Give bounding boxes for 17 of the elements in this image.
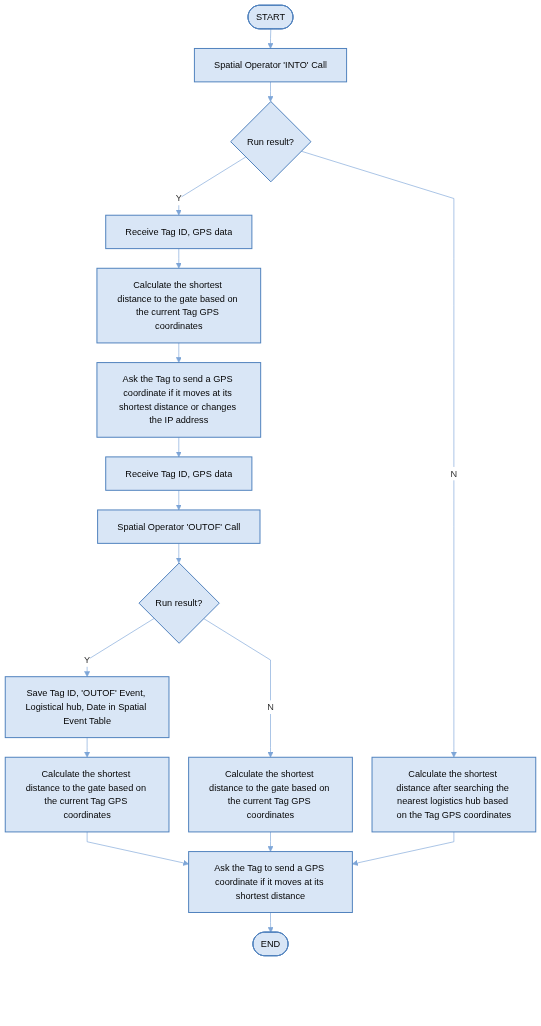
node-box: Spatial Operator 'INTO' Call	[193, 48, 348, 83]
edge-label: Y	[84, 654, 91, 665]
node-box: Ask the Tag to send a GPS coordinate if it moves at its shortest distance or changes the IP address	[96, 362, 262, 438]
node-box: Calculate the shortest distance to the gate based on the current Tag GPS coordinates	[4, 756, 170, 833]
node-box: Receive Tag ID, GPS data	[105, 214, 253, 250]
node-box: Save Tag ID, 'OUTOF' Event, Logistical hub, Date in Spatial Event Table	[4, 676, 170, 739]
node-box: Calculate the shortest distance to the gate based on the current Tag GPS coordinates	[96, 267, 262, 344]
node-diamond: Run result?	[138, 562, 220, 644]
edge-label: Y	[175, 192, 182, 204]
node-box: Receive Tag ID, GPS data	[105, 456, 253, 491]
edge-label: N	[450, 468, 458, 479]
node-box: Ask the Tag to send a GPS coordinate if it moves at its shortest distance	[188, 851, 353, 913]
node-diamond: Run result?	[230, 101, 312, 183]
node-box: Calculate the shortest distance after searching the nearest logistics hub based on the Tag GPS coordinates	[371, 756, 537, 833]
node-box: Spatial Operator 'OUTOF' Call	[97, 509, 261, 544]
node-box: Calculate the shortest distance to the gate based on the current Tag GPS coordinates	[188, 756, 353, 833]
edge-label: N	[267, 701, 274, 713]
